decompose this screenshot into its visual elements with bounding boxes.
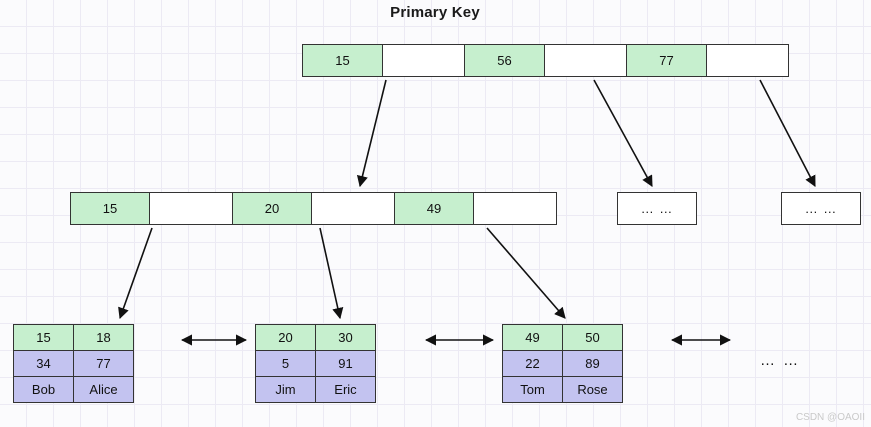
root-pointer-0 (382, 44, 465, 77)
leaf-1-value-1-0: Bob (13, 376, 74, 403)
leaf-2-value-0-0: 5 (255, 350, 316, 377)
leaf-3-value-row-2: Tom Rose (502, 376, 623, 403)
edge-internal-to-leaf-1 (118, 227, 153, 320)
leaf-3-value-0-1: 89 (562, 350, 623, 377)
edge-root-to-internal-right (759, 79, 816, 187)
internal-left-key-1: 20 (232, 192, 312, 225)
leaf-1-value-row-1: 34 77 (13, 350, 134, 377)
internal-node-left: 15 20 49 (70, 192, 557, 225)
root-key-0: 15 (302, 44, 383, 77)
leaf-3-value-1-0: Tom (502, 376, 563, 403)
page-title: Primary Key (390, 4, 480, 21)
leaf-node-2: 20 30 5 91 Jim Eric (255, 324, 376, 403)
root-key-1: 56 (464, 44, 545, 77)
edge-internal-to-leaf-3 (486, 227, 566, 319)
internal-left-key-0: 15 (70, 192, 150, 225)
leaf-3-key-1: 50 (562, 324, 623, 351)
leaf-2-value-1-1: Eric (315, 376, 376, 403)
leaf-node-3: 49 50 22 89 Tom Rose (502, 324, 623, 403)
internal-left-key-2: 49 (394, 192, 474, 225)
internal-left-pointer-0 (149, 192, 233, 225)
watermark: CSDN @OAOII (795, 412, 865, 423)
leaf-3-key-row: 49 50 (502, 324, 623, 351)
internal-left-pointer-2 (473, 192, 557, 225)
edge-internal-to-leaf-2 (319, 227, 344, 320)
internal-mid-ellipsis: … … (617, 192, 697, 225)
internal-left-pointer-1 (311, 192, 395, 225)
leaf-2-key-row: 20 30 (255, 324, 376, 351)
leaf-2-key-0: 20 (255, 324, 316, 351)
internal-node-ellipsis-mid: … … (617, 192, 697, 225)
leaf-1-key-row: 15 18 (13, 324, 134, 351)
leaf-2-value-1-0: Jim (255, 376, 316, 403)
leaf-node-1: 15 18 34 77 Bob Alice (13, 324, 134, 403)
leaf-2-value-row-2: Jim Eric (255, 376, 376, 403)
leaf-3-value-1-1: Rose (562, 376, 623, 403)
internal-right-ellipsis: … … (781, 192, 861, 225)
root-node: 15 56 77 (302, 44, 789, 77)
leaf-1-value-row-2: Bob Alice (13, 376, 134, 403)
root-pointer-2 (706, 44, 789, 77)
leaf-3-value-row-1: 22 89 (502, 350, 623, 377)
leaf-1-key-0: 15 (13, 324, 74, 351)
edge-root-to-internal-mid (593, 79, 653, 187)
root-pointer-1 (544, 44, 627, 77)
internal-node-ellipsis-right: … … (781, 192, 861, 225)
leaf-1-key-1: 18 (73, 324, 134, 351)
leaf-1-value-0-0: 34 (13, 350, 74, 377)
leaf-3-key-0: 49 (502, 324, 563, 351)
edge-root-to-internal-left (356, 79, 387, 188)
leaf-3-value-0-0: 22 (502, 350, 563, 377)
leaf-2-key-1: 30 (315, 324, 376, 351)
root-key-2: 77 (626, 44, 707, 77)
leaf-1-value-0-1: 77 (73, 350, 134, 377)
leaf-1-value-1-1: Alice (73, 376, 134, 403)
leaf-2-value-0-1: 91 (315, 350, 376, 377)
leaf-chain-ellipsis: … … (760, 352, 801, 369)
leaf-2-value-row-1: 5 91 (255, 350, 376, 377)
